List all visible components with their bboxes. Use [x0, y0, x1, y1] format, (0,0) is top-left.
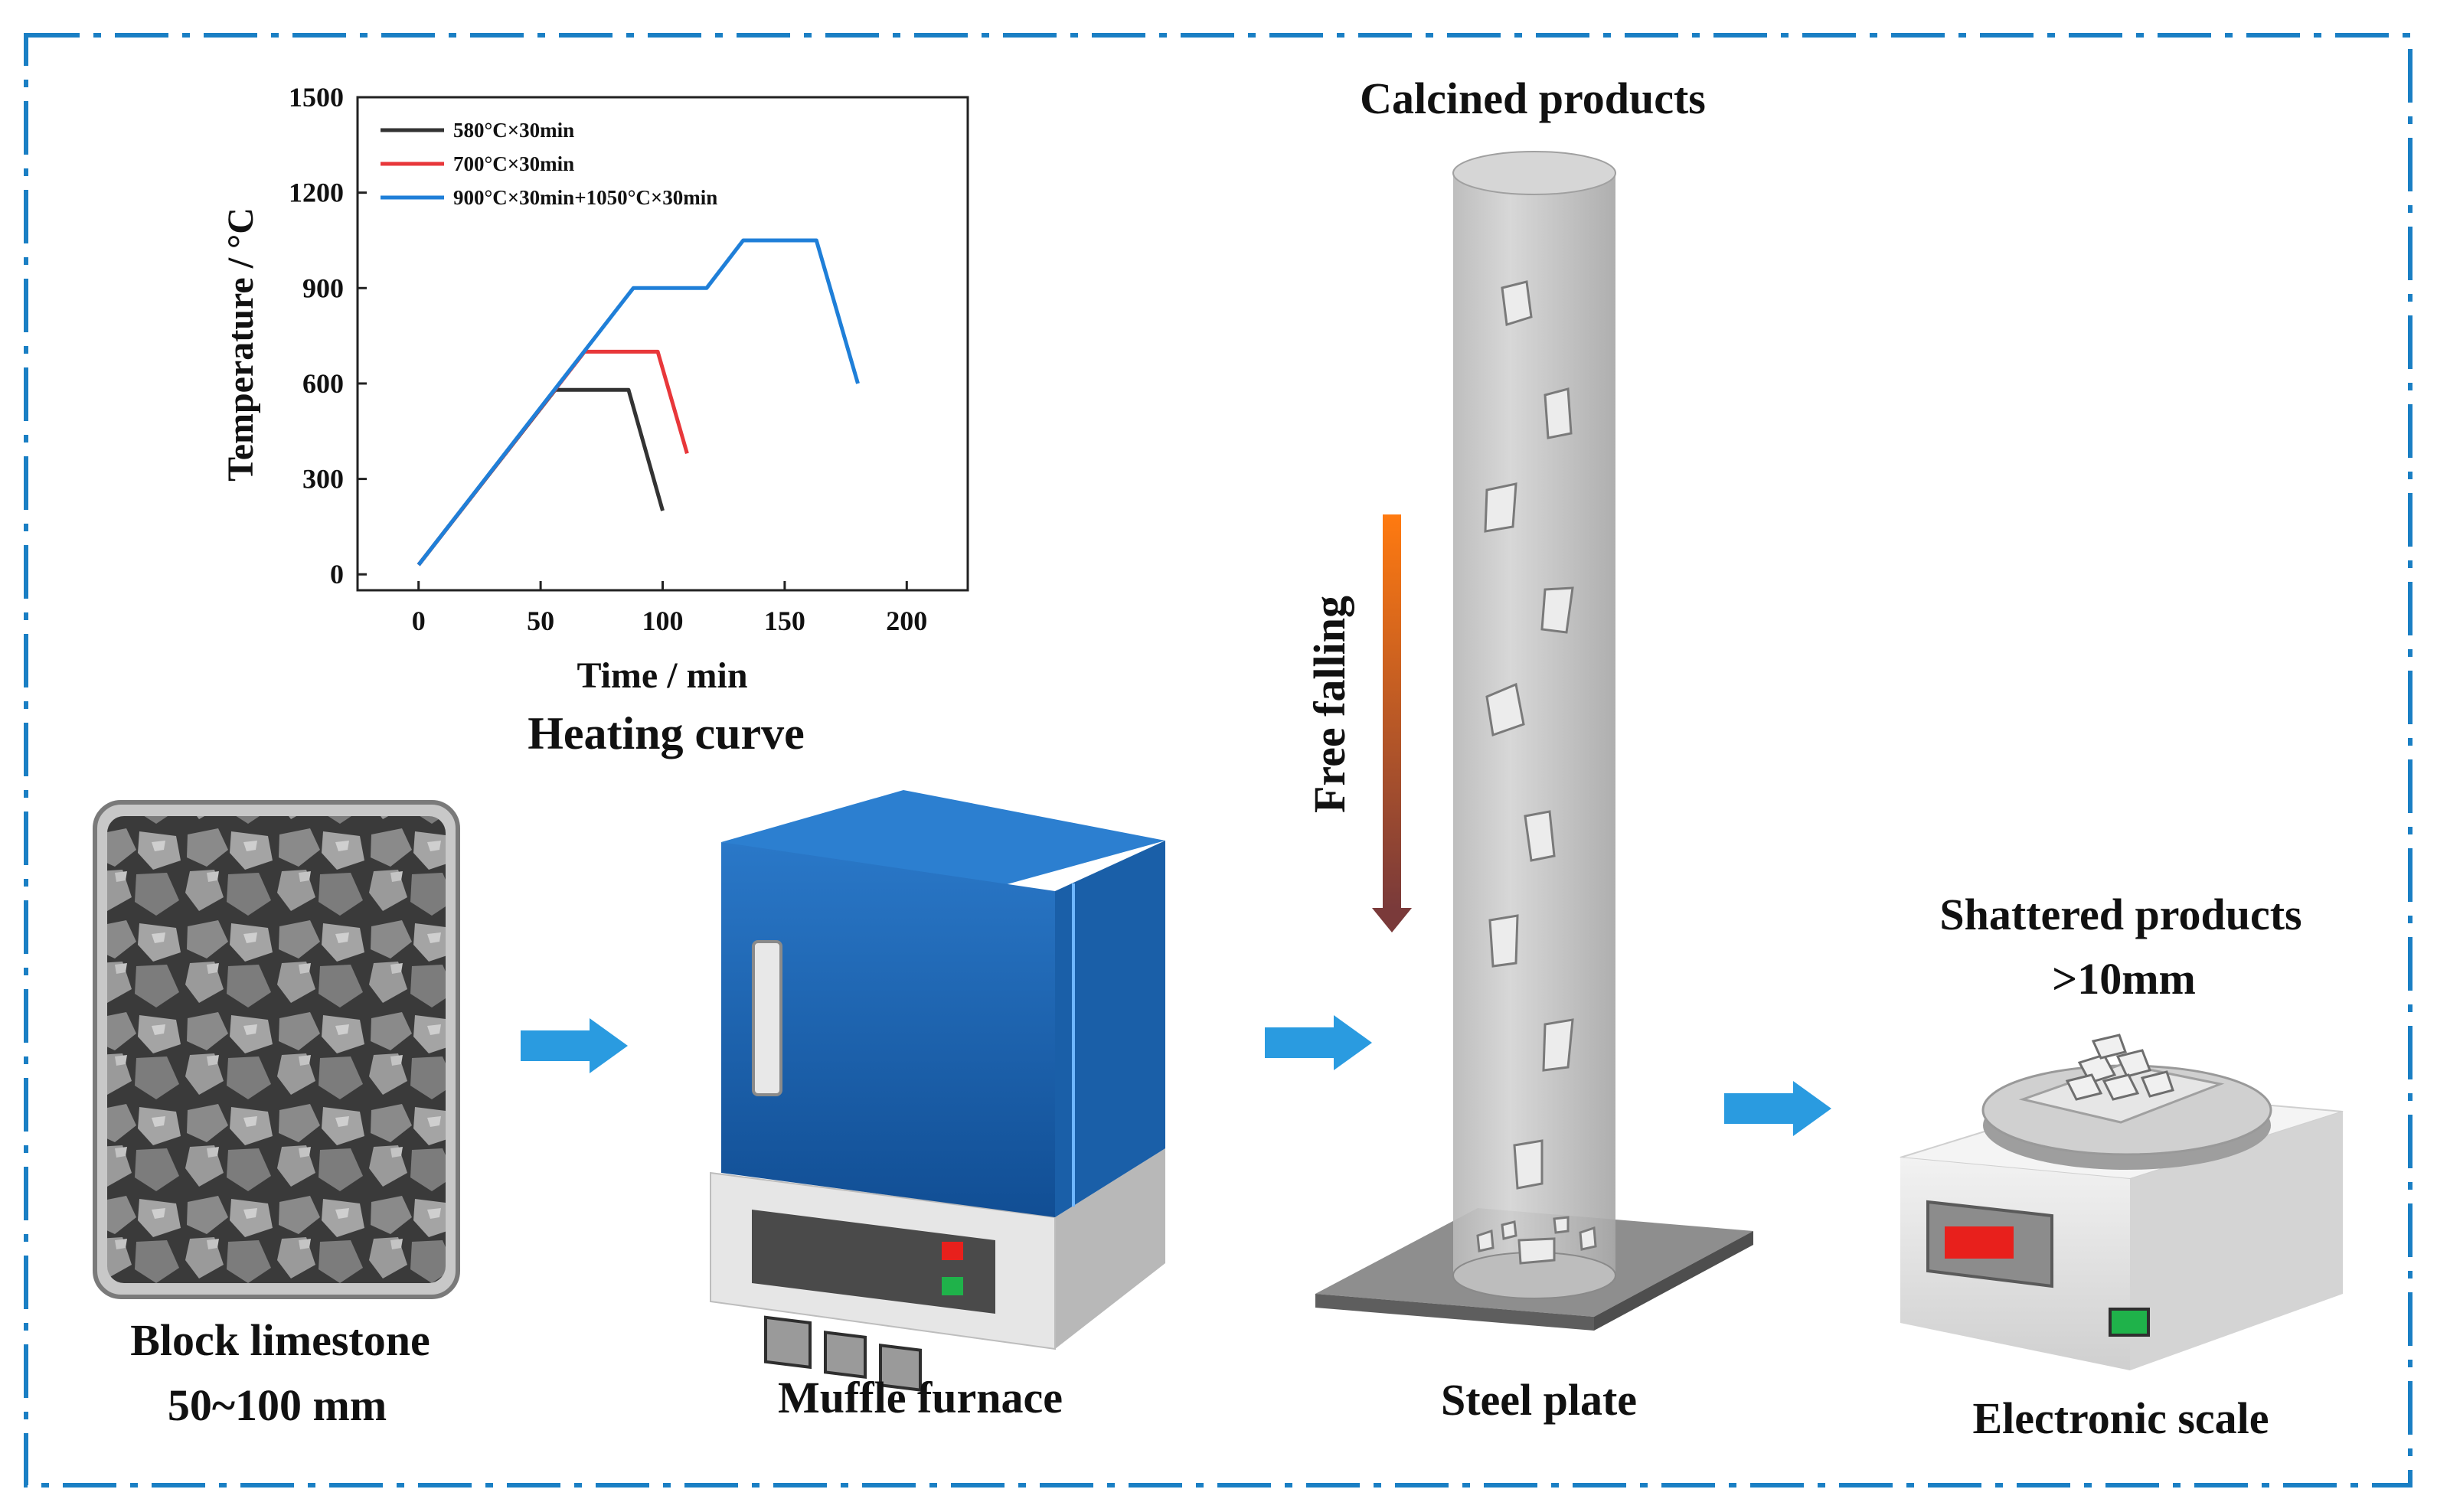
y-tick-label: 600 — [302, 368, 344, 399]
plot-area — [356, 96, 969, 592]
drop-column — [1315, 151, 1753, 1331]
y-tick-label: 900 — [302, 273, 344, 303]
x-tick-label: 100 — [642, 606, 684, 636]
legend-label-2: 900°C×30min+1050°C×30min — [453, 186, 717, 209]
series-line-2 — [417, 238, 860, 567]
furnace-red-button — [942, 1242, 963, 1260]
flow-arrow-2 — [1265, 1015, 1372, 1070]
free-falling-arrowhead — [1372, 908, 1412, 932]
scale-display — [1945, 1226, 2014, 1259]
muffle-furnace — [710, 790, 1165, 1392]
block-size-label: 50~100 mm — [168, 1380, 387, 1430]
y-axis-label: Temperature / °C — [221, 207, 261, 482]
legend-label-0: 580°C×30min — [453, 119, 574, 142]
free-falling-label: Free falling — [1305, 596, 1354, 813]
x-tick-label: 150 — [764, 606, 805, 636]
x-tick-label: 0 — [412, 606, 426, 636]
steel-plate-label: Steel plate — [1441, 1375, 1637, 1425]
furnace-handle — [752, 940, 782, 1096]
outer-frame — [24, 33, 2412, 1488]
limestone-tray — [93, 800, 460, 1299]
x-axis-label: Time / min — [577, 655, 747, 696]
furnace-green-button — [942, 1277, 963, 1295]
y-tick-label: 300 — [302, 464, 344, 495]
heating-curve-chart: 0 50 100 150 200 0 300 600 900 1200 1500 580°C×30m… — [221, 82, 969, 759]
x-tick-label: 200 — [886, 606, 927, 636]
flow-arrow-1 — [521, 1018, 628, 1073]
y-tick-label: 1200 — [289, 178, 344, 208]
y-tick-label: 1500 — [289, 82, 344, 113]
muffle-furnace-label: Muffle furnace — [778, 1373, 1063, 1422]
electronic-scale — [1900, 1034, 2344, 1370]
electronic-scale-label: Electronic scale — [1972, 1393, 2269, 1443]
flow-arrow-3 — [1724, 1081, 1831, 1136]
chart-title: Heating curve — [528, 708, 805, 759]
free-falling-arrow — [1383, 514, 1401, 908]
y-tick-label: 0 — [330, 559, 344, 589]
legend-label-1: 700°C×30min — [453, 152, 574, 175]
calcined-products-label: Calcined products — [1360, 73, 1706, 123]
x-tick-label: 50 — [527, 606, 554, 636]
block-limestone-label: Block limestone — [130, 1315, 430, 1365]
scale-switch — [2109, 1308, 2150, 1337]
shattered-products-label: Shattered products — [1939, 890, 2301, 939]
shattered-size-label: >10mm — [2052, 954, 2196, 1004]
